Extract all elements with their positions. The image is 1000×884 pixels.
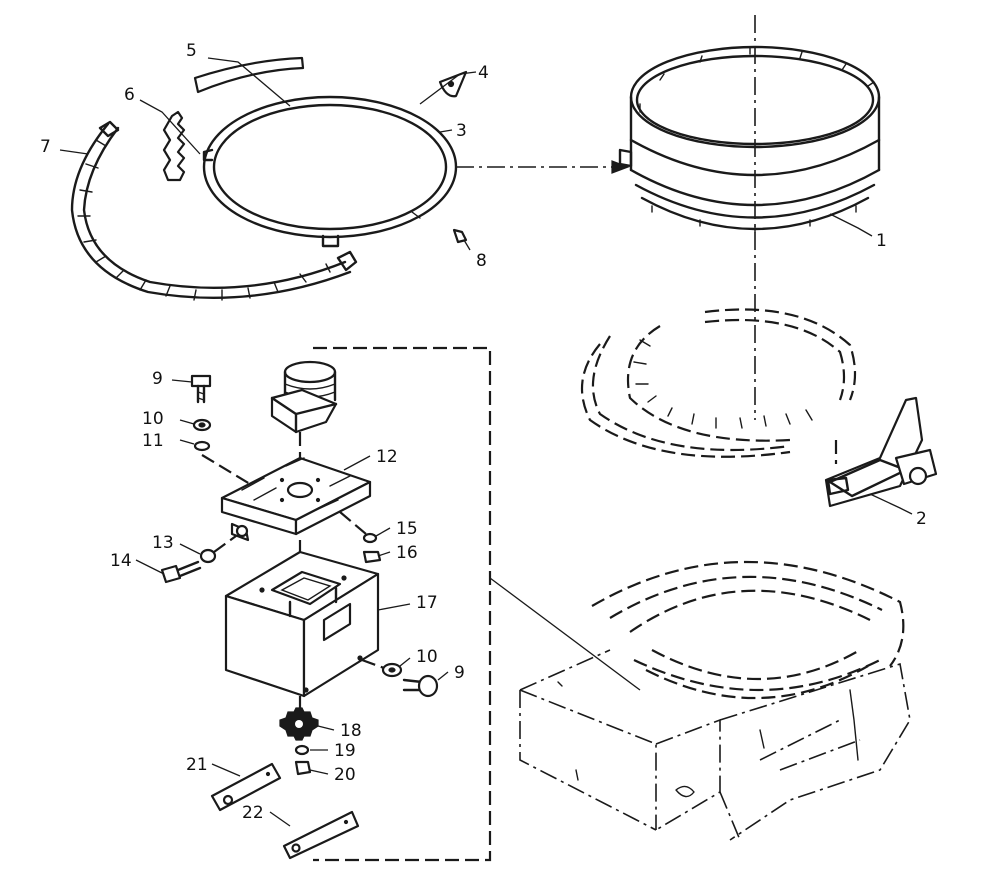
part-6-sprocket-segment xyxy=(162,110,186,182)
callout-3: 3 xyxy=(456,121,467,141)
part-4-tab xyxy=(438,70,468,98)
part-3-ring xyxy=(202,95,458,248)
bolt-14 xyxy=(160,560,202,584)
washer-19 xyxy=(294,744,310,756)
callout-4: 4 xyxy=(478,63,489,83)
phantom-chain xyxy=(580,308,857,458)
callout-21: 21 xyxy=(186,755,208,775)
washer-10-upper xyxy=(192,418,212,432)
callout-13: 13 xyxy=(152,533,174,553)
callout-9-upper: 9 xyxy=(152,369,163,389)
nut-13 xyxy=(199,548,217,564)
washer-15 xyxy=(362,532,378,544)
callout-11: 11 xyxy=(142,431,164,451)
part-21-plate xyxy=(210,762,282,812)
callout-9-lower: 9 xyxy=(454,663,465,683)
bolt-9-upper xyxy=(190,374,212,404)
nut-20 xyxy=(294,760,312,776)
part-2-bracket xyxy=(824,396,938,508)
part-7-roller-chain xyxy=(70,120,358,301)
part-1-bowl-ring xyxy=(618,45,881,233)
part-22-plate xyxy=(282,810,360,860)
callout-8: 8 xyxy=(476,251,487,271)
fastener-path-right xyxy=(339,511,367,535)
callout-5: 5 xyxy=(186,41,197,61)
callout-10-lower: 10 xyxy=(416,647,438,667)
callout-22: 22 xyxy=(242,803,264,823)
leader-lines xyxy=(59,57,913,827)
callout-14: 14 xyxy=(110,551,132,571)
callout-10-upper: 10 xyxy=(142,409,164,429)
assembly-arrow xyxy=(456,160,630,174)
callout-2: 2 xyxy=(916,509,927,529)
callout-7: 7 xyxy=(40,137,51,157)
callout-6: 6 xyxy=(124,85,135,105)
part-5-curved-strip xyxy=(193,56,305,94)
part-18-sprocket xyxy=(279,696,319,741)
drive-unit-boundary xyxy=(313,346,492,862)
part-8-screw xyxy=(452,228,468,244)
callouts: 5 4 6 3 7 8 1 2 9 10 11 12 13 14 15 16 1… xyxy=(40,41,927,823)
drive-to-base-line xyxy=(489,577,641,691)
motor-unit xyxy=(270,360,338,460)
fastener-path-side xyxy=(213,535,237,553)
callout-19: 19 xyxy=(334,741,356,761)
fastener-path-upper xyxy=(201,454,261,491)
callout-20: 20 xyxy=(334,765,356,785)
fastener-path-lower xyxy=(361,658,385,670)
callout-18: 18 xyxy=(340,721,362,741)
washer-10-lower xyxy=(381,662,403,678)
bolt-9-lower xyxy=(402,674,439,698)
part-17-gear-box xyxy=(224,540,380,698)
callout-1: 1 xyxy=(876,231,887,251)
callout-12: 12 xyxy=(376,447,398,467)
washer-11 xyxy=(193,440,211,452)
callout-16: 16 xyxy=(396,543,418,563)
callout-15: 15 xyxy=(396,519,418,539)
base-housing-phantom xyxy=(519,560,911,841)
part-12-mounting-plate xyxy=(220,456,372,542)
callout-17: 17 xyxy=(416,593,438,613)
nut-16 xyxy=(362,550,382,564)
